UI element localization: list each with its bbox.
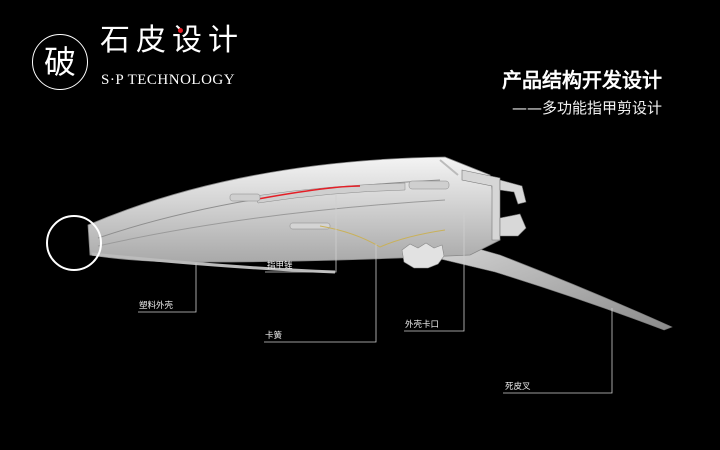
detail-circle <box>46 215 102 271</box>
spring-clip <box>319 225 446 248</box>
shell-slot-3 <box>289 222 331 230</box>
bracket-hook <box>499 179 527 205</box>
shell-slot <box>229 193 261 202</box>
leader-nail-file <box>265 195 337 273</box>
callout-shell-snap: 外壳卡口 <box>405 320 440 330</box>
logo-mark-char: 破 <box>43 43 76 81</box>
bracket-hook-2 <box>499 213 527 237</box>
shell-slot-2 <box>408 180 450 190</box>
leader-shell-snap <box>404 212 465 332</box>
page-subtitle: ——多功能指甲剪设计 <box>511 99 662 117</box>
callout-cuticle-fork: 死皮叉 <box>505 382 531 392</box>
shell-inner-line-2 <box>97 199 446 247</box>
logo-name-cn: 石皮设计 <box>100 23 244 58</box>
cuticle-fork <box>427 234 673 331</box>
callout-nail-file: 指甲锉 <box>267 261 293 271</box>
leader-cuticle-fork <box>503 308 613 394</box>
nail-file-red-line <box>257 185 361 200</box>
shell-snap <box>401 242 445 269</box>
end-bracket <box>461 169 501 241</box>
callout-spring-clip: 卡簧 <box>265 331 283 341</box>
page-title: 产品结构开发设计 <box>502 68 662 92</box>
callout-plastic-shell: 塑料外壳 <box>139 301 174 311</box>
logo-accent-dot <box>178 28 183 33</box>
nail-file <box>254 182 406 204</box>
shell-lower-edge <box>91 252 336 274</box>
logo-mark: 破 <box>32 34 88 90</box>
leader-spring-clip <box>264 244 377 343</box>
leader-plastic-shell <box>138 263 197 313</box>
logo-name-en: S·P TECHNOLOGY <box>101 72 236 88</box>
